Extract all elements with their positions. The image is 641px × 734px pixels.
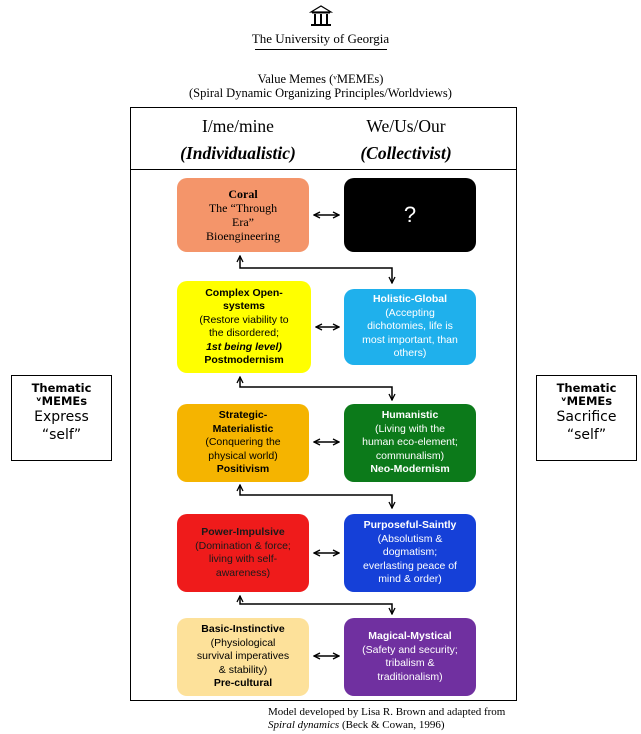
purposeful-title: Purposeful-Saintly (363, 519, 457, 532)
holistic-line3: dichotomies, life is (367, 320, 453, 333)
magical-line4: traditionalism) (377, 670, 443, 683)
side-box-express-self: Thematic ᵛMEMEs Express “self” (11, 375, 112, 461)
right-column-subheading: (Collectivist) (360, 143, 452, 163)
basic-line2: (Physiological (210, 636, 276, 649)
diagram-frame (130, 107, 517, 701)
coral-line4: Bioengineering (206, 229, 280, 243)
magical-line3: tribalism & (385, 657, 435, 669)
spiral-link-2 (240, 377, 392, 400)
side-left-line1: Thematic (31, 381, 92, 395)
power-line2: (Domination & force; (195, 539, 291, 552)
right-column-heading: We/Us/Our (366, 116, 446, 136)
humanistic-line4: communalism) (375, 449, 445, 462)
side-box-sacrifice-self: Thematic ᵛMEMEs Sacrifice “self” (536, 375, 637, 461)
strategic-line4: physical world) (208, 449, 278, 462)
coral-line3: Era” (232, 215, 254, 229)
level-box-magical-mystical: Magical-Mystical (Safety and security; t… (344, 618, 476, 696)
coral-line2: The “Through (208, 201, 278, 215)
holistic-line5: others) (393, 347, 427, 360)
complex-line3: (Restore viability to (199, 313, 289, 326)
strategic-title-2: Materialistic (212, 422, 274, 435)
left-column-subheading: (Individualistic) (180, 143, 296, 163)
humanistic-title: Humanistic (381, 409, 439, 422)
university-seal-logo (308, 5, 334, 26)
complex-line4: the disordered; (208, 327, 280, 339)
left-column-heading: I/me/mine (202, 116, 274, 136)
magical-line2: (Safety and security; (362, 643, 458, 656)
purposeful-line4: everlasting peace of (363, 559, 457, 572)
holistic-line4: most important, than (362, 333, 458, 346)
humanistic-worldview: Neo-Modernism (370, 463, 450, 476)
holistic-line2: (Accepting (385, 306, 435, 319)
attribution-line1: Model developed by Lisa R. Brown and ada… (268, 706, 506, 718)
unknown-question-mark: ? (403, 202, 417, 228)
basic-title: Basic-Instinctive (201, 623, 285, 636)
level-box-complex-open-systems: Complex Open- systems (Restore viability… (177, 281, 311, 373)
university-name: The University of Georgia (251, 31, 390, 46)
magical-title: Magical-Mystical (368, 630, 452, 642)
basic-line4: & stability) (218, 663, 268, 676)
level-box-strategic-materialistic: Strategic- Materialistic (Conquering the… (177, 404, 309, 482)
complex-title-2: systems (222, 300, 266, 312)
complex-title-1: Complex Open- (205, 286, 283, 299)
purposeful-line3: dogmatism; (382, 546, 438, 559)
power-line3: living with self- (208, 553, 278, 565)
level-box-basic-instinctive: Basic-Instinctive (Physiological surviva… (177, 618, 309, 696)
spiral-link-4 (240, 596, 392, 614)
strategic-line3: (Conquering the (205, 436, 281, 449)
side-right-line4: “self” (566, 427, 607, 443)
basic-line3: survival imperatives (196, 650, 290, 663)
spiral-link-1 (240, 256, 392, 283)
diagram-subtitle: (Spiral Dynamic Organizing Principles/Wo… (189, 86, 452, 100)
humanistic-line3: human eco-element; (362, 436, 458, 449)
purposeful-line2: (Absolutism & (377, 532, 443, 545)
strategic-title-1: Strategic- (218, 409, 268, 422)
level-box-holistic-global: Holistic-Global (Accepting dichotomies, … (344, 289, 476, 365)
university-underline (255, 49, 387, 50)
complex-worldview: Postmodernism (204, 354, 284, 366)
strategic-worldview: Positivism (216, 463, 270, 476)
power-line4: awareness) (215, 566, 271, 579)
complex-line5: 1st being level) (206, 340, 282, 353)
level-box-humanistic: Humanistic (Living with the human eco-el… (344, 404, 476, 482)
spiral-link-3 (240, 485, 392, 508)
heading-divider (130, 169, 517, 170)
side-left-line4: “self” (41, 427, 82, 443)
level-box-unknown: ? (344, 178, 476, 252)
humanistic-line2: (Living with the (374, 422, 446, 435)
attribution-citation: (Beck & Cowan, 1996) (339, 719, 445, 731)
coral-title: Coral (228, 187, 258, 201)
side-left-line3: Express (34, 409, 89, 425)
attribution-source-title: Spiral dynamics (268, 719, 340, 731)
side-right-line1: Thematic (556, 381, 617, 395)
level-box-coral: Coral The “Through Era” Bioengineering (177, 178, 309, 252)
side-right-line2: ᵛMEMEs (560, 394, 613, 408)
basic-worldview: Pre-cultural (213, 677, 273, 690)
level-box-purposeful-saintly: Purposeful-Saintly (Absolutism & dogmati… (344, 514, 476, 592)
power-title: Power-Impulsive (201, 526, 285, 538)
side-right-line3: Sacrifice (556, 409, 617, 425)
diagram-title: Value Memes (ᵛMEMEs) (257, 72, 384, 86)
level-box-power-impulsive: Power-Impulsive (Domination & force; liv… (177, 514, 309, 592)
purposeful-line5: mind & order) (378, 573, 442, 586)
attribution-line2: Spiral dynamics (Beck & Cowan, 1996) (268, 719, 445, 731)
holistic-title: Holistic-Global (372, 293, 448, 306)
side-left-line2: ᵛMEMEs (35, 394, 88, 408)
